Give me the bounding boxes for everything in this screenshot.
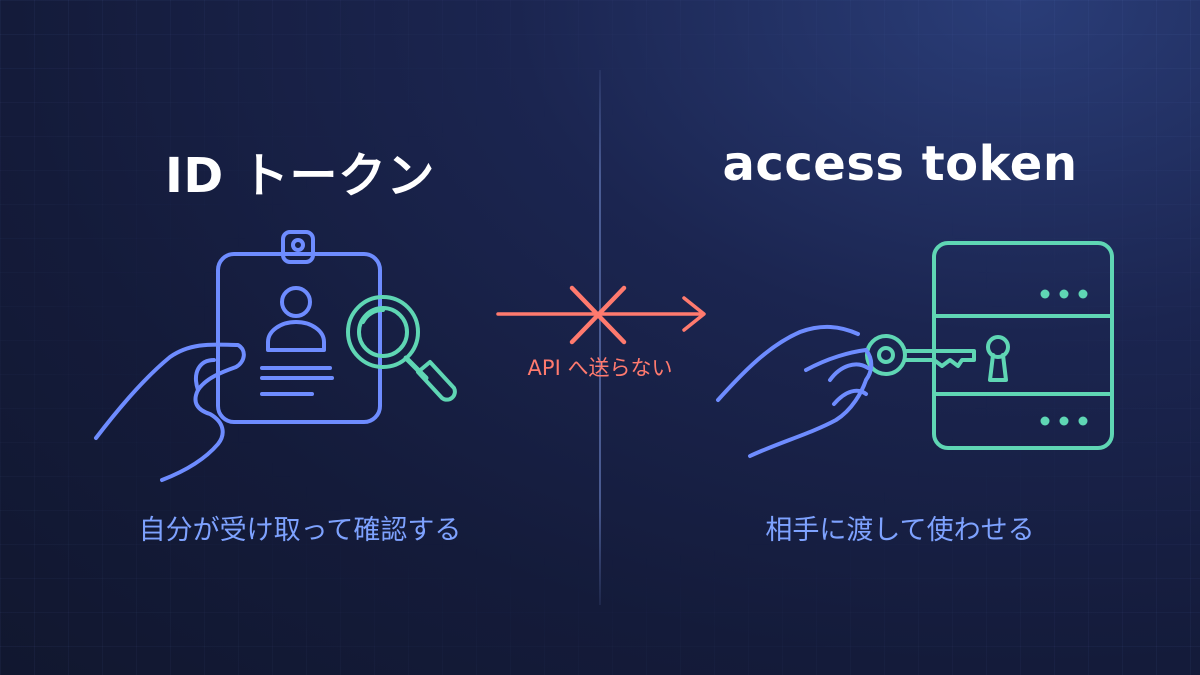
hand-icon xyxy=(94,342,246,482)
server-dots xyxy=(1040,289,1088,426)
magnifying-glass-icon xyxy=(346,295,457,402)
server-lock-icon xyxy=(932,241,1114,450)
no-api-label: API へ送らない xyxy=(527,356,673,380)
center-divider xyxy=(599,70,601,605)
id-card-icon xyxy=(216,230,382,424)
hand-holding-key-icon xyxy=(716,325,874,458)
access-token-caption: 相手に渡して使わせる xyxy=(765,515,1035,546)
key-icon xyxy=(865,334,976,376)
id-token-caption: 自分が受け取って確認する xyxy=(138,515,462,546)
cross-mark-icon xyxy=(569,285,627,345)
access-token-title: access token xyxy=(722,136,1078,192)
id-token-title: ID トークン xyxy=(165,148,435,204)
